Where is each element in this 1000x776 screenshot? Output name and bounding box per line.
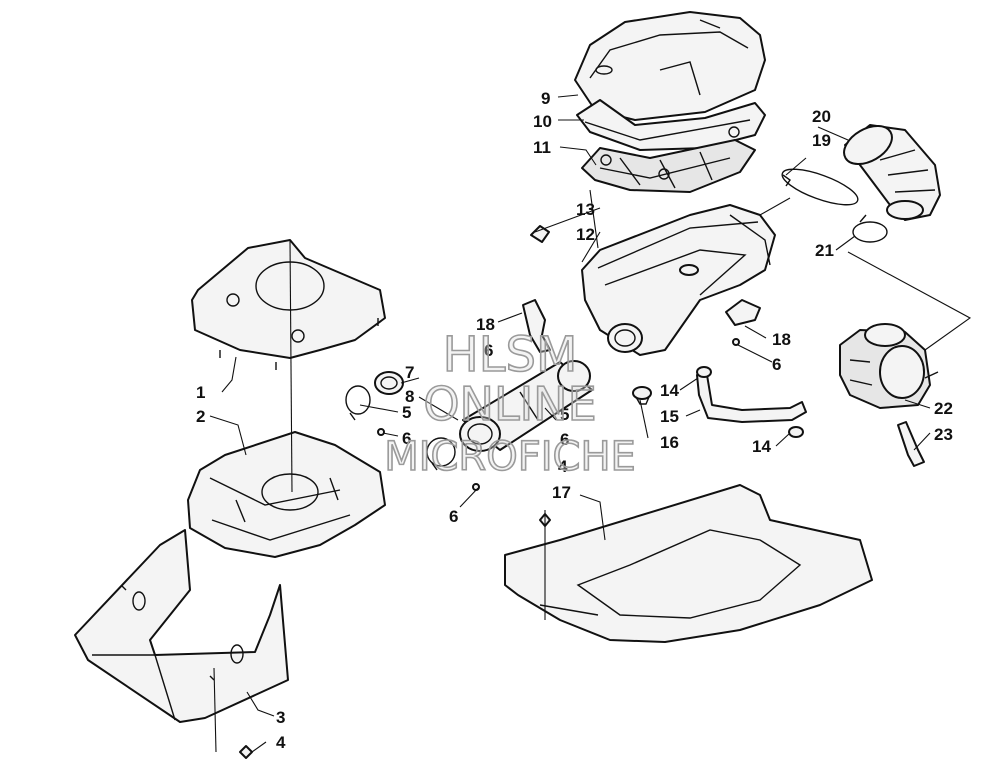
part-22-carburetor xyxy=(839,323,939,409)
part-4-nut-lower xyxy=(239,745,253,759)
callout-21: 21 xyxy=(815,241,834,260)
callout-15: 15 xyxy=(660,407,679,426)
callout-6-carb: 6 xyxy=(772,355,781,374)
callout-6-upper-tube: 6 xyxy=(484,341,493,360)
callout-20: 20 xyxy=(812,107,831,126)
watermark: HLSM ONLINE MICROFICHE xyxy=(383,326,636,481)
part-11-frame xyxy=(581,126,756,193)
watermark-line-3: MICROFICHE xyxy=(384,434,636,480)
part-5-clamp-left xyxy=(345,385,371,421)
part-14-clamp-lower xyxy=(788,426,804,438)
part-19-clamp xyxy=(781,168,859,206)
part-13-clip xyxy=(530,225,550,243)
part-18-bracket-left xyxy=(522,299,551,353)
part-23-hose xyxy=(897,421,925,467)
callout-22: 22 xyxy=(934,399,953,418)
part-1-lid xyxy=(191,239,386,370)
callout-5-right: 5 xyxy=(560,405,569,424)
callout-6-right: 6 xyxy=(560,430,569,449)
callout-12: 12 xyxy=(576,225,595,244)
callout-9: 9 xyxy=(541,89,550,108)
part-6-screw-c xyxy=(732,338,740,346)
part-2-housing xyxy=(187,431,386,558)
callout-4-lower: 4 xyxy=(276,733,286,752)
callout-labels: 9 10 11 13 12 20 19 21 18 18 6 6 7 8 5 6… xyxy=(196,89,953,752)
callout-16: 16 xyxy=(660,433,679,452)
callout-23: 23 xyxy=(934,425,953,444)
part-15-hose xyxy=(696,374,807,423)
callout-18-right: 18 xyxy=(772,330,791,349)
part-3-shield xyxy=(74,529,289,723)
callout-2: 2 xyxy=(196,407,205,426)
part-18-bracket-right xyxy=(725,299,761,326)
callout-4-upper: 4 xyxy=(558,457,568,476)
part-20-intake-boot xyxy=(843,124,941,221)
callout-6-lower: 6 xyxy=(449,507,458,526)
callout-10: 10 xyxy=(533,112,552,131)
part-21-clamp xyxy=(852,214,888,243)
callout-1: 1 xyxy=(196,383,205,402)
part-16-grommet xyxy=(632,386,652,405)
callout-6-left: 6 xyxy=(402,429,411,448)
callout-3: 3 xyxy=(276,708,285,727)
callout-8: 8 xyxy=(405,387,414,406)
callout-13: 13 xyxy=(576,200,595,219)
part-6-screw-b xyxy=(472,483,480,491)
callout-5-left: 5 xyxy=(402,403,411,422)
part-12-airbox xyxy=(581,204,776,356)
callout-17: 17 xyxy=(552,483,571,502)
part-17-base-plate xyxy=(504,484,873,643)
part-5-clamp-right xyxy=(426,437,456,471)
callout-14-lower: 14 xyxy=(752,437,771,456)
part-7-coupler xyxy=(374,371,404,395)
callout-18-left: 18 xyxy=(476,315,495,334)
watermark-line-1: HLSM xyxy=(443,327,578,383)
part-9-cover xyxy=(574,11,766,121)
part-14-clamp-upper xyxy=(696,366,712,378)
part-6-screw-a xyxy=(377,428,385,436)
callout-19: 19 xyxy=(812,131,831,150)
part-10-filter xyxy=(576,99,766,151)
callout-11: 11 xyxy=(533,138,551,157)
leader-lines xyxy=(209,94,972,753)
callout-14-upper: 14 xyxy=(660,381,679,400)
watermark-line-2: ONLINE xyxy=(423,377,596,431)
callout-7: 7 xyxy=(405,363,414,382)
part-8-intake-tube xyxy=(459,360,593,452)
